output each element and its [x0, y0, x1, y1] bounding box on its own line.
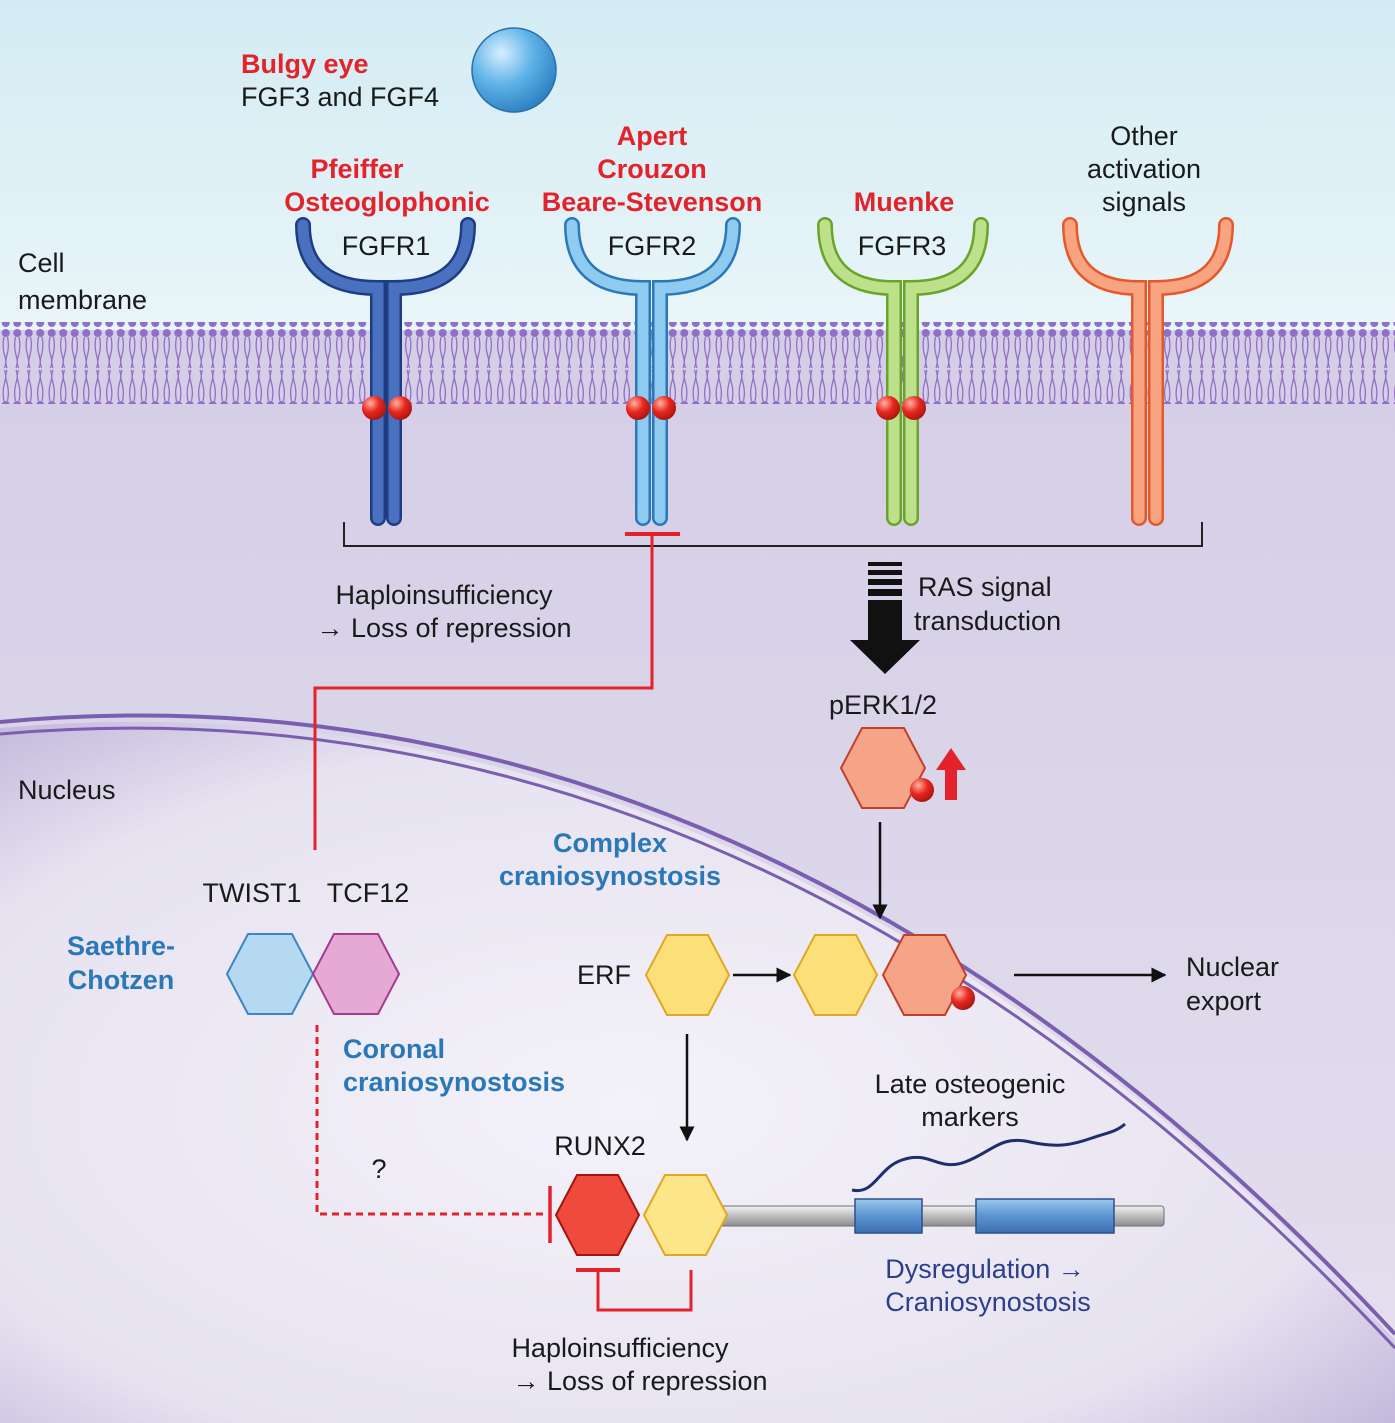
arrow-shaft	[868, 600, 902, 642]
ligand: Bulgy eye FGF3 and FGF4	[241, 27, 557, 113]
fgfr1-disease-2: Osteoglophonic	[284, 187, 490, 217]
repression-top-label-1: Haploinsufficiency	[335, 580, 553, 610]
saethre-label-2: Chotzen	[68, 965, 174, 995]
nucleus-region	[0, 721, 1395, 1423]
phospho-site-icon	[362, 396, 386, 420]
phospho-site-icon	[876, 396, 900, 420]
repression-top-label-2: → Loss of repression	[316, 613, 571, 643]
phospho-site-icon	[910, 778, 934, 802]
other-label-2: activation	[1087, 154, 1201, 184]
receptor-fgfr1-body	[297, 219, 474, 524]
arrow-head	[850, 640, 920, 674]
mrna-transcript	[851, 1122, 1126, 1193]
receptor-fgfr3: Muenke FGFR3	[817, 187, 989, 526]
nuclear-envelope-inner	[0, 726, 1395, 1350]
other-label-1: Other	[1110, 121, 1178, 151]
repression-line	[313, 534, 654, 850]
cell-membrane-label-2: membrane	[18, 285, 147, 315]
nuclear-envelope-outer	[0, 713, 1395, 1336]
ligand-disease-label: Bulgy eye	[241, 49, 369, 79]
repression-bottom-label-1: Haploinsufficiency	[511, 1333, 729, 1363]
dysregulation-label-1: Dysregulation →	[885, 1254, 1085, 1284]
receptor-other-body	[1064, 219, 1232, 524]
erf-bound-protein	[642, 1174, 729, 1256]
lipid-bilayer	[0, 322, 1395, 404]
erf-protein	[644, 934, 731, 1016]
cell-membrane-label-1: Cell	[18, 248, 65, 278]
perk-complex-protein	[881, 934, 968, 1016]
complex-cranio-label-2: craniosynostosis	[499, 861, 721, 891]
phospho-site-icon	[902, 396, 926, 420]
other-label-3: signals	[1102, 187, 1186, 217]
question-mark: ?	[371, 1154, 386, 1184]
ligand-sphere-icon	[471, 27, 557, 113]
twist1-protein	[225, 933, 315, 1015]
erf-label: ERF	[577, 960, 631, 990]
arrow-stripe	[868, 589, 902, 596]
up-arrow-icon	[936, 748, 966, 800]
phospho-site-icon	[388, 396, 412, 420]
complex-cranio-label-1: Complex	[553, 828, 667, 858]
ras-label-2: transduction	[914, 606, 1061, 636]
fgfr2-disease-1: Apert	[617, 121, 688, 151]
repression-bottom-label-2: → Loss of repression	[512, 1366, 767, 1396]
ras-signal-arrow	[850, 562, 920, 674]
phospho-site-icon	[652, 396, 676, 420]
nucleus-label: Nucleus	[18, 775, 116, 805]
erf-complex-protein	[792, 934, 879, 1016]
arrow-stripe	[868, 562, 902, 566]
late-markers-label-2: markers	[921, 1102, 1019, 1132]
coronal-label-1: Coronal	[343, 1034, 445, 1064]
fgfr2-disease-3: Beare-Stevenson	[542, 187, 763, 217]
perk-hexagon	[839, 727, 927, 809]
fgfr2-label: FGFR2	[608, 231, 697, 261]
runx2-label: RUNX2	[554, 1131, 646, 1161]
fgfr3-disease-1: Muenke	[854, 187, 955, 217]
fgfr1-label: FGFR1	[342, 231, 431, 261]
receptor-fgfr1: Pfeiffer Osteoglophonic FGFR1	[284, 154, 490, 526]
late-markers-label-1: Late osteogenic	[875, 1069, 1066, 1099]
nuclear-export-label-2: export	[1186, 986, 1262, 1016]
saethre-label-1: Saethre-	[67, 931, 175, 961]
dysregulation-label-2: Craniosynostosis	[885, 1287, 1091, 1317]
bottom-repression-line	[596, 1270, 693, 1312]
twist-fgfr2-repression	[313, 532, 680, 850]
gene-exon-2	[975, 1198, 1115, 1234]
twist1-label: TWIST1	[203, 878, 302, 908]
receptor-other: Other activation signals	[1062, 121, 1234, 526]
phospho-site-icon	[626, 396, 650, 420]
receptor-fgfr3-body	[819, 219, 987, 524]
receptor-fgfr2: Apert Crouzon Beare-Stevenson FGFR2	[542, 121, 763, 526]
receptor-fgfr2-body	[566, 219, 739, 524]
fgfr3-label: FGFR3	[858, 231, 947, 261]
nuclear-export-label-1: Nuclear	[1186, 952, 1279, 982]
runx2-protein	[554, 1174, 641, 1256]
fgfr1-disease-1: Pfeiffer	[310, 154, 404, 184]
arrow-stripe	[868, 579, 902, 585]
receptor-bracket	[343, 522, 1203, 547]
tcf12-protein	[311, 933, 401, 1015]
arrow-stripe	[868, 570, 902, 575]
phospho-site-icon	[951, 986, 975, 1010]
ras-label-1: RAS signal	[918, 572, 1052, 602]
tcf12-label: TCF12	[327, 878, 410, 908]
ligand-name-label: FGF3 and FGF4	[241, 82, 439, 112]
fgfr2-disease-2: Crouzon	[597, 154, 706, 184]
coronal-label-2: craniosynostosis	[343, 1067, 565, 1097]
gene-exon-1	[854, 1198, 923, 1234]
perk-label: pERK1/2	[829, 690, 937, 720]
twist-runx2-dashed-repression	[315, 1025, 548, 1216]
perk-protein	[839, 727, 966, 809]
